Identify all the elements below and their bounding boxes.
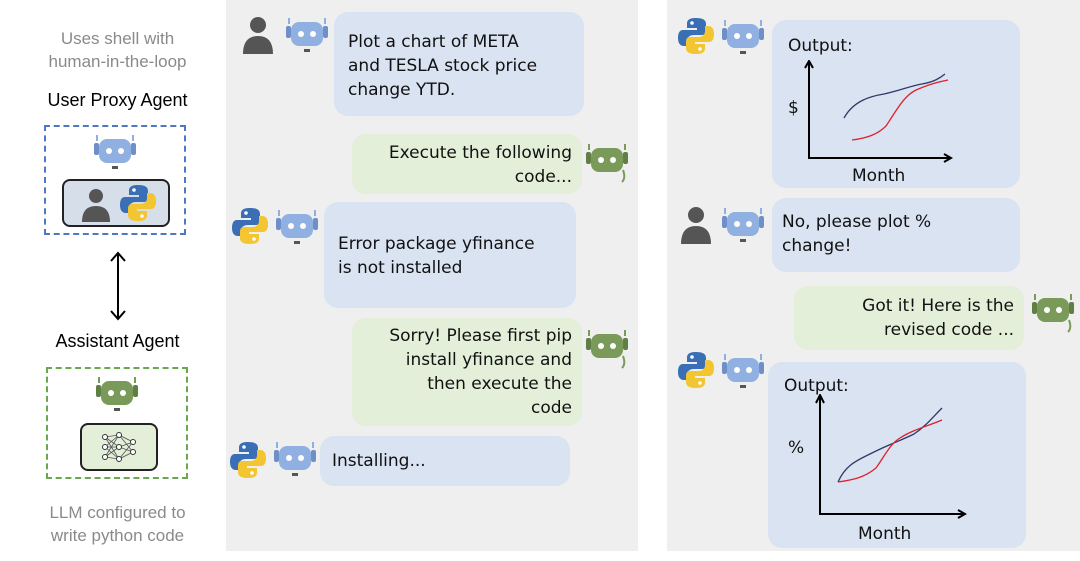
python-icon	[120, 185, 156, 221]
double-arrow-icon	[110, 251, 126, 321]
series-line-red	[837, 419, 943, 483]
bottom-caption: LLM configured to write python code	[20, 501, 215, 547]
bubble-line: code...	[514, 167, 572, 187]
caption-line: Uses shell with	[60, 29, 175, 48]
bubble-line: change YTD.	[348, 80, 456, 100]
chart-x-label: Month	[858, 524, 912, 544]
neural-net-icon	[102, 432, 136, 462]
robot-blue-icon	[94, 135, 136, 169]
robot-green-icon	[586, 144, 628, 183]
bubble-line: Error package yfinance	[338, 234, 535, 254]
bubble-line: and TESLA stock price	[348, 56, 538, 76]
bubble-line: install yfinance and	[405, 350, 572, 370]
llm-frame	[80, 423, 158, 471]
axis-arrow-y	[804, 60, 814, 69]
series-line-dark	[843, 73, 946, 119]
chart-output-bubble-1: Output: $ Month	[772, 20, 1020, 188]
chart-plot-2	[815, 394, 968, 519]
chart-title: Output:	[788, 36, 853, 56]
bubble-line: Got it! Here is the	[862, 296, 1014, 316]
user-python-frame	[62, 179, 170, 227]
installing-bubble: Installing...	[320, 436, 570, 486]
assistant-title: Assistant Agent	[55, 331, 180, 351]
assistant-code-bubble: Execute the following code...	[352, 134, 582, 194]
caption-line: write python code	[50, 526, 185, 545]
bubble-line: No, please plot %	[782, 212, 932, 232]
chart-y-label: %	[788, 438, 805, 458]
bubble-line: revised code ...	[884, 320, 1014, 340]
bubble-line: Plot a chart of META	[348, 32, 519, 52]
robot-blue-icon	[274, 442, 316, 476]
assistant-revised-bubble: Got it! Here is the revised code ...	[794, 286, 1024, 350]
person-icon	[82, 189, 110, 222]
axis-arrow-x	[957, 509, 968, 519]
assistant-agent-box	[46, 367, 188, 479]
person-icon	[243, 17, 273, 54]
bubble-line: Execute the following	[388, 143, 572, 163]
robot-blue-icon	[722, 354, 764, 388]
bubble-line: Installing...	[332, 451, 426, 471]
series-line-red	[851, 79, 949, 141]
caption-line: LLM configured to	[49, 503, 186, 522]
chart-plot-1	[804, 60, 954, 163]
bubble-line: is not installed	[338, 258, 463, 278]
caption-line: human-in-the-loop	[48, 52, 187, 71]
user-request-bubble: Plot a chart of META and TESLA stock pri…	[334, 12, 584, 116]
python-icon	[678, 18, 714, 54]
python-icon	[678, 352, 714, 388]
chart-x-label: Month	[852, 166, 906, 186]
user-proxy-agent-box	[44, 125, 186, 235]
bubble-line: code	[531, 398, 572, 418]
robot-blue-icon	[286, 18, 328, 52]
chart-axes	[819, 396, 964, 515]
top-caption: Uses shell with human-in-the-loop	[20, 27, 215, 73]
user-proxy-title: User Proxy Agent	[47, 90, 188, 110]
robot-blue-icon	[722, 208, 764, 242]
chart-output-bubble-2: Output: % Month	[768, 362, 1026, 548]
python-icon	[232, 208, 268, 244]
error-bubble: Error package yfinance is not installed	[324, 202, 576, 308]
robot-green-icon	[96, 377, 138, 411]
robot-blue-icon	[722, 20, 764, 54]
assistant-fix-bubble: Sorry! Please first pip install yfinance…	[352, 318, 582, 426]
bubble-line: then execute the	[427, 374, 572, 394]
chart-y-label: $	[788, 98, 799, 118]
series-line-dark	[837, 407, 943, 483]
user-feedback-bubble: No, please plot % change!	[772, 198, 1020, 272]
robot-green-icon	[1032, 294, 1074, 333]
bubble-line: change!	[782, 236, 852, 256]
python-icon	[230, 442, 266, 478]
person-icon	[681, 207, 711, 244]
bubble-line: Sorry! Please first pip	[389, 326, 572, 346]
robot-blue-icon	[276, 210, 318, 244]
axis-arrow-y	[815, 394, 825, 404]
chart-title: Output:	[784, 376, 849, 396]
robot-green-icon	[586, 330, 628, 369]
axis-arrow-x	[943, 153, 954, 163]
chart-axes	[808, 62, 950, 159]
